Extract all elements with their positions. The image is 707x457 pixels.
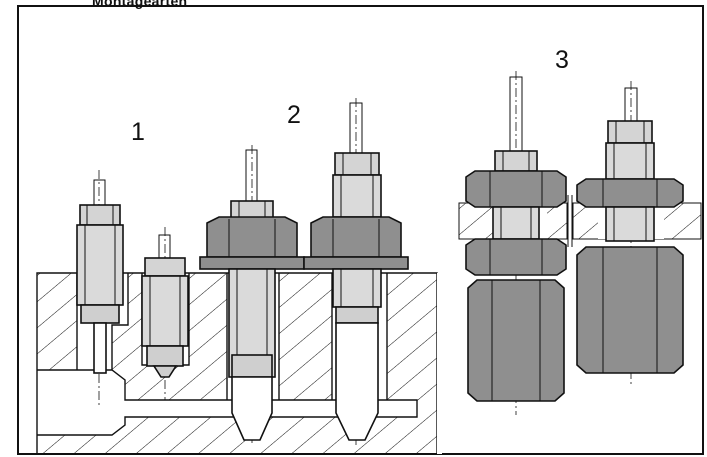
header-title: Montagearten bbox=[92, 0, 188, 9]
fitting-2a bbox=[199, 145, 305, 445]
fitting-2b bbox=[303, 98, 409, 445]
fitting-1b bbox=[141, 227, 189, 400]
label-2: 2 bbox=[287, 101, 301, 129]
fitting-3b bbox=[576, 81, 684, 385]
label-1: 1 bbox=[131, 118, 145, 146]
fitting-1a bbox=[76, 170, 124, 405]
mounting-types-diagram: 1 2 3 bbox=[17, 5, 704, 455]
label-3: 3 bbox=[555, 46, 569, 74]
hydraulic-block bbox=[36, 272, 442, 455]
fitting-3a bbox=[465, 71, 567, 415]
